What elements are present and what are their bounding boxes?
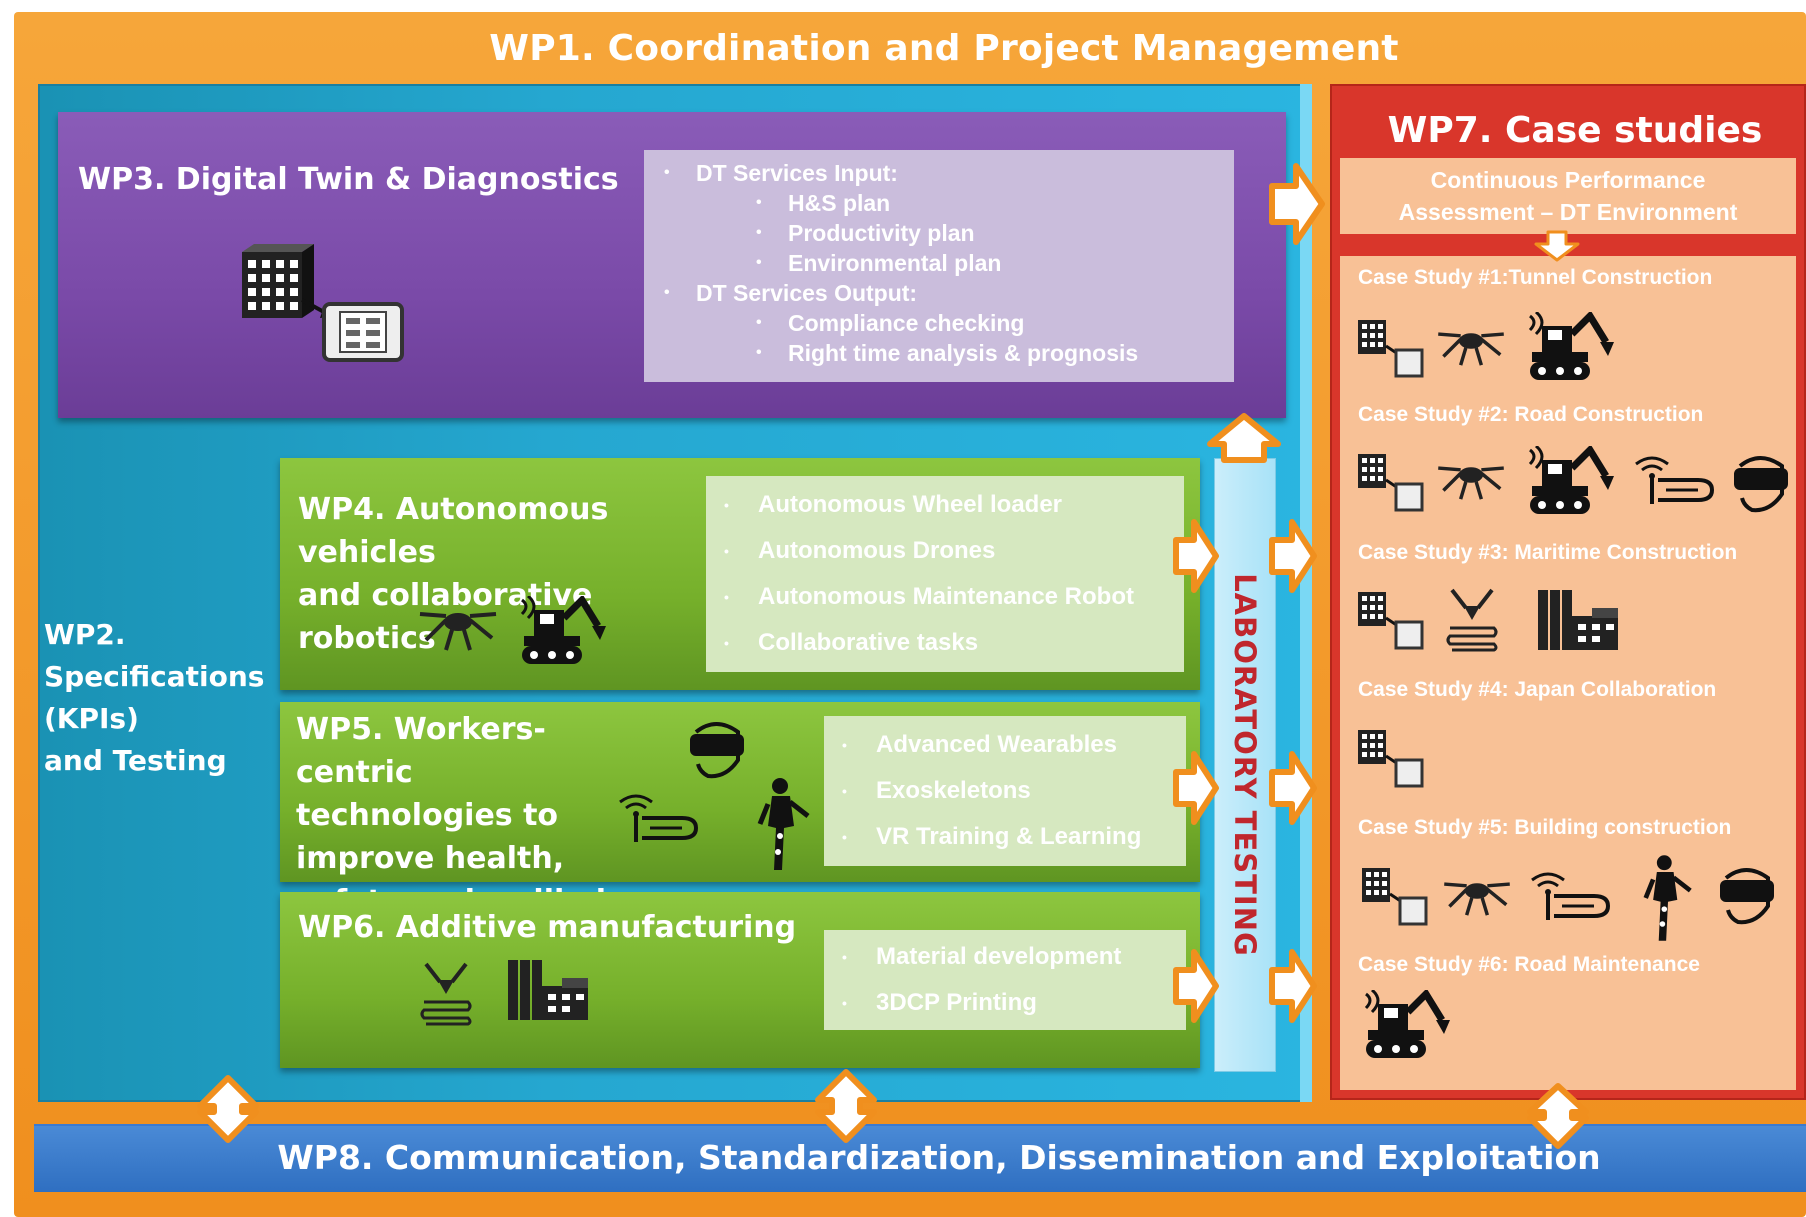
digital-twin-icon	[1356, 450, 1426, 517]
drone-icon	[1430, 322, 1512, 377]
drone-icon	[416, 600, 500, 663]
arrow-down	[1534, 230, 1580, 262]
dt-output-item: Compliance checking	[644, 308, 1234, 338]
arrow-right	[1173, 949, 1219, 1023]
drone-icon	[1436, 872, 1518, 927]
wp5-title-line: improve health,	[296, 841, 565, 876]
arrow-right	[1173, 519, 1219, 593]
arrow-right	[1269, 949, 1317, 1023]
digital-twin-icon	[240, 244, 406, 369]
wp4-item: Autonomous Maintenance Robot	[706, 574, 1184, 620]
wp8-title: WP8. Communication, Standardization, Dis…	[277, 1138, 1601, 1177]
arrow-right	[1269, 163, 1325, 245]
wp3-title: WP3. Digital Twin & Diagnostics	[78, 162, 619, 197]
performance-line: Assessment – DT Environment	[1398, 199, 1738, 225]
wp3-services-list: DT Services Input: H&S plan Productivity…	[644, 150, 1234, 382]
case-studies-panel	[1340, 256, 1796, 1090]
wp5-item: Advanced Wearables	[824, 722, 1186, 768]
excavator-icon	[1360, 988, 1450, 1065]
wp4-item: Autonomous Drones	[706, 528, 1184, 574]
wp2-edge	[1300, 84, 1312, 1102]
laboratory-testing-bar	[1214, 458, 1276, 1072]
performance-assessment-box: Continuous Performance Assessment – DT E…	[1340, 158, 1796, 234]
wp4-item: Collaborative tasks	[706, 620, 1184, 666]
wp2-title-line: (KPIs)	[44, 702, 139, 735]
wp7-title: WP7. Case studies	[1387, 110, 1763, 151]
wp2-title: WP2. Specifications (KPIs) and Testing	[44, 614, 264, 782]
digital-twin-icon	[1356, 316, 1426, 383]
wp5-item: VR Training & Learning	[824, 814, 1186, 860]
case-study-label: Case Study #2: Road Construction	[1358, 403, 1704, 426]
arrow-updown	[815, 1069, 877, 1143]
wearable-hand-icon	[616, 788, 699, 849]
3d-printer-icon	[418, 962, 474, 1031]
vr-headset-icon	[1730, 454, 1792, 519]
factory-icon	[506, 958, 592, 1027]
arrow-right	[1173, 751, 1219, 825]
wp4-items-list: Autonomous Wheel loader Autonomous Drone…	[706, 476, 1184, 672]
arrow-updown	[197, 1075, 259, 1143]
dt-input-label: DT Services Input:	[644, 158, 1234, 188]
wp4-title: WP4. Autonomous vehicles and collaborati…	[298, 488, 718, 660]
case-study-label: Case Study #4: Japan Collaboration	[1358, 678, 1717, 701]
wp5-item: Exoskeletons	[824, 768, 1186, 814]
wp2-title-line: WP2.	[44, 618, 126, 651]
wp6-title: WP6. Additive manufacturing	[298, 910, 797, 945]
wp2-title-line: and Testing	[44, 744, 227, 777]
digital-twin-icon	[1356, 588, 1426, 655]
dt-input-item: H&S plan	[644, 188, 1234, 218]
wp5-title-line: WP5. Workers-centric	[296, 712, 546, 790]
wp5-items-list: Advanced Wearables Exoskeletons VR Train…	[824, 716, 1186, 866]
drone-icon	[1430, 456, 1512, 511]
wp4-title-line: and collaborative robotics	[298, 578, 593, 656]
wp6-item: 3DCP Printing	[824, 980, 1186, 1026]
case-study-label: Case Study #1:Tunnel Construction	[1358, 266, 1713, 289]
wp8-bar	[34, 1124, 1806, 1192]
vr-headset-icon	[686, 720, 748, 785]
dt-output-item: Right time analysis & prognosis	[644, 338, 1234, 368]
digital-twin-icon	[1360, 864, 1430, 931]
exoskeleton-icon	[756, 776, 812, 877]
digital-twin-icon	[1356, 726, 1426, 793]
excavator-icon	[1524, 310, 1614, 387]
excavator-icon	[516, 594, 606, 671]
dt-output-label: DT Services Output:	[644, 278, 1234, 308]
wearable-hand-icon	[1528, 866, 1611, 927]
arrow-right	[1269, 751, 1317, 825]
arrow-updown	[1527, 1083, 1589, 1149]
arrow-right	[1269, 519, 1317, 593]
case-study-label: Case Study #6: Road Maintenance	[1358, 953, 1700, 976]
vr-headset-icon	[1716, 866, 1778, 931]
wp1-title: WP1. Coordination and Project Management	[489, 28, 1399, 69]
dt-input-item: Environmental plan	[644, 248, 1234, 278]
3d-printer-icon	[1444, 588, 1500, 657]
exoskeleton-icon	[1642, 852, 1694, 949]
case-study-label: Case Study #3: Maritime Construction	[1358, 541, 1738, 564]
wp5-title-line: technologies to	[296, 798, 559, 833]
wp4-item: Autonomous Wheel loader	[706, 482, 1184, 528]
wp6-item: Material development	[824, 934, 1186, 980]
dt-input-item: Productivity plan	[644, 218, 1234, 248]
performance-line: Continuous Performance	[1430, 167, 1706, 193]
wearable-hand-icon	[1632, 450, 1715, 511]
wp4-title-line: WP4. Autonomous vehicles	[298, 492, 609, 570]
case-study-label: Case Study #5: Building construction	[1358, 816, 1732, 839]
wp6-items-list: Material development 3DCP Printing	[824, 930, 1186, 1030]
factory-icon	[1536, 588, 1622, 657]
arrow-up	[1207, 413, 1281, 463]
excavator-icon	[1524, 444, 1614, 521]
wp2-title-line: Specifications	[44, 660, 265, 693]
